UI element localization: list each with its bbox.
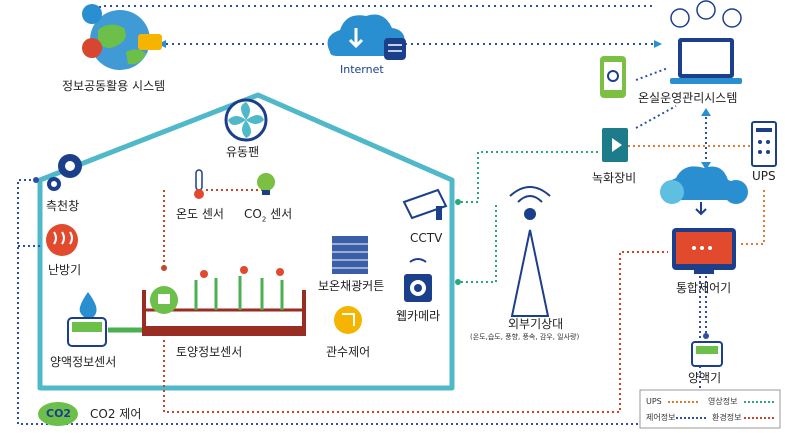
internet-label: Internet [340, 63, 384, 76]
soil-sensor-icon [150, 286, 178, 314]
node-dot [703, 333, 709, 339]
co2-sensor-label-main: CO [244, 207, 262, 221]
link-left-control [17, 179, 701, 425]
controller-label: 통합제어기 [676, 281, 732, 295]
legend-video-label: 영상정보 [708, 397, 738, 406]
webcam-label: 웹카메라 [396, 309, 441, 323]
legend-control-label: 제어정보 [646, 413, 676, 422]
arrow-pc-up [701, 108, 711, 116]
globe-icon [82, 4, 162, 70]
legend-environment-label: 환경정보 [712, 413, 742, 422]
legend-ups-label: UPS [646, 397, 662, 406]
node-dot [161, 265, 167, 271]
ups-icon [751, 121, 777, 167]
control-cloud-icon [660, 166, 748, 216]
weather-tower-icon [509, 186, 551, 317]
nutrient-machine-label: 양액기 [688, 371, 722, 385]
co2-cloud-icon [38, 402, 78, 426]
bulb-icon [257, 173, 275, 195]
co2-badge-label: CO2 [46, 407, 72, 420]
node-dot [455, 279, 461, 285]
link-cctv-recorder [456, 151, 600, 203]
weather-label: 외부기상대 [508, 317, 564, 331]
link-webcam [456, 202, 497, 283]
recorder-label: 녹화장비 [592, 171, 637, 185]
laptop-icon [670, 0, 742, 84]
greenhouse-outline [37, 92, 455, 391]
heater-label: 난방기 [48, 263, 82, 277]
node-dot [33, 177, 39, 183]
irrigation-label: 관수제어 [326, 345, 371, 359]
legend-box [639, 389, 781, 429]
link-pc-recorder [635, 105, 677, 129]
temp-sensor-label: 온도 센서 [176, 207, 224, 221]
ups-label: UPS [752, 169, 776, 183]
co2-sensor-label-post: 센서 [266, 207, 293, 221]
nutrient-sensor-label: 양액정보센서 [50, 355, 117, 369]
weather-detail-label: (온도,습도, 풍향, 풍속, 감우, 일사량) [470, 333, 580, 341]
nutrient-machine-icon [691, 341, 723, 367]
soil-sensor-label: 토양정보센서 [176, 345, 243, 359]
link-info-top [99, 5, 655, 20]
water-drop-icon [79, 292, 97, 319]
fan-icon [224, 98, 268, 142]
fan-label: 유동팬 [226, 145, 260, 159]
gear-icon [47, 154, 82, 191]
side-window-label: 측천창 [46, 199, 80, 213]
co2-sensor-label-sub: 2 [261, 215, 267, 224]
nutrient-sensor-icon [67, 317, 107, 347]
cctv-label: CCTV [410, 231, 443, 245]
heater-icon [46, 224, 78, 256]
greenhouse-mgmt-label: 온실운영관리시스템 [638, 91, 738, 105]
info-system-label: 정보공동활용 시스템 [62, 79, 166, 93]
link-ups-controller [740, 190, 765, 245]
cloud-icon [327, 14, 406, 60]
node-dot [455, 199, 461, 205]
curtain-icon [332, 236, 368, 274]
arrow-pc-down [701, 162, 711, 170]
arrow-to-pc [654, 40, 662, 48]
phone-icon [600, 56, 626, 98]
thermometer-icon [194, 169, 204, 199]
link-phone-pc [635, 67, 669, 81]
irrigation-icon [334, 306, 362, 334]
co2-sensor-label: CO2 센서 [244, 208, 292, 223]
recorder-icon [602, 128, 628, 162]
co2-control-label: CO2 제어 [90, 407, 142, 421]
webcam-icon [404, 258, 432, 302]
curtain-label: 보온채광커튼 [318, 279, 385, 293]
controller-icon [672, 228, 736, 274]
cctv-icon [402, 188, 448, 220]
